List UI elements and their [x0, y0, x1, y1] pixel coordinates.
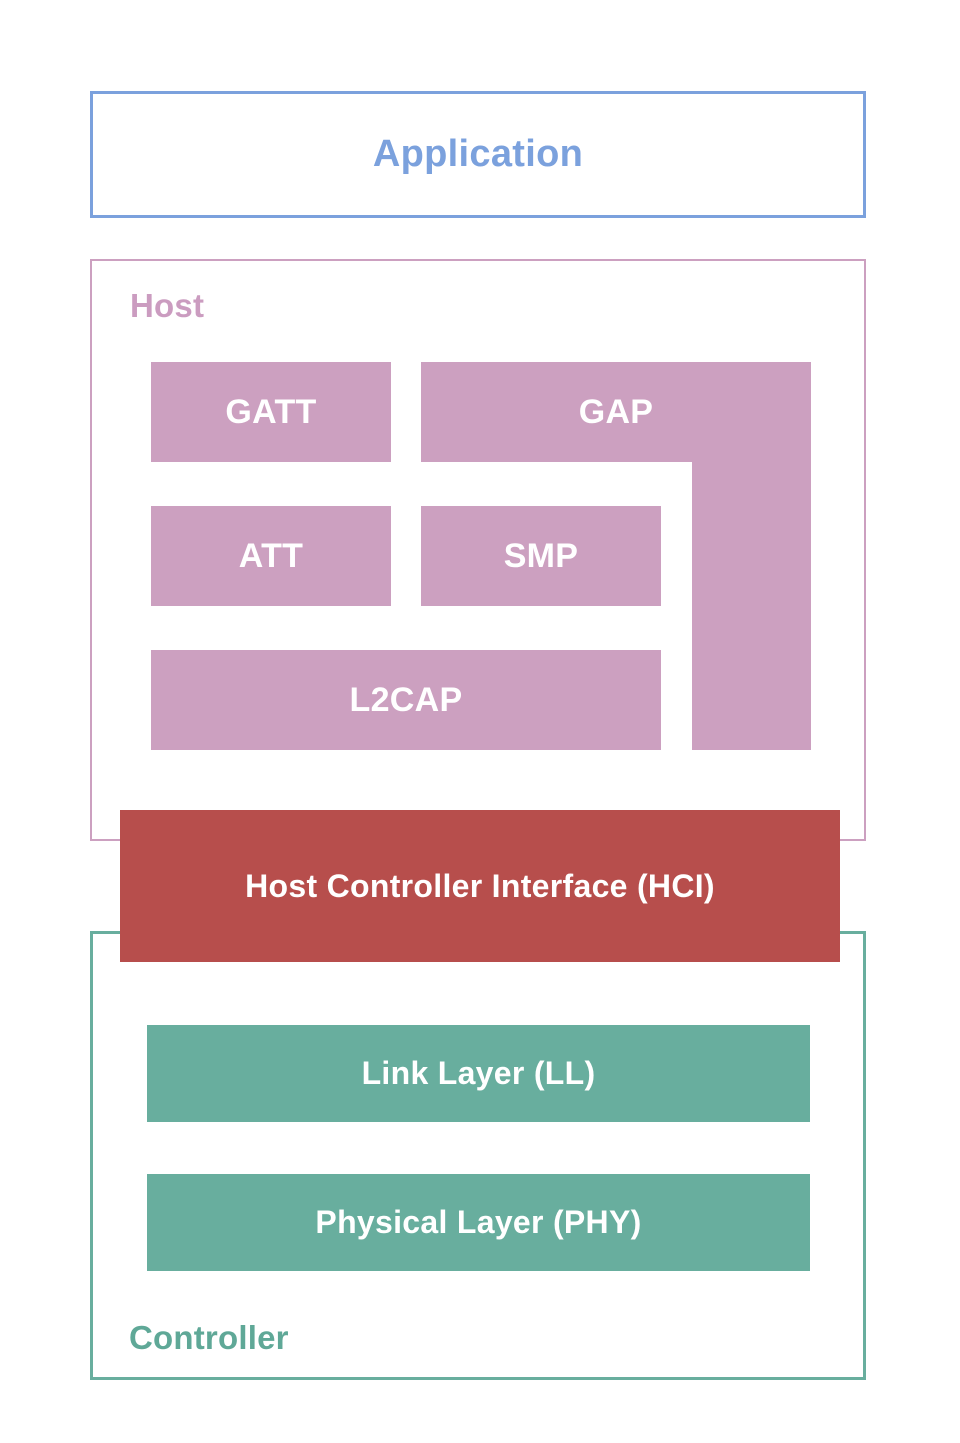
block-gatt: GATT: [151, 362, 391, 462]
host-layer-label: Host: [130, 287, 205, 324]
controller-layer-box: Controller: [90, 931, 866, 1380]
block-gap-label: GAP: [578, 392, 654, 431]
block-smp: SMP: [421, 506, 661, 606]
block-att: ATT: [151, 506, 391, 606]
application-layer-label: Application: [372, 133, 584, 175]
block-host-controller-interface: Host Controller Interface (HCI): [120, 810, 840, 962]
block-physical-layer: Physical Layer (PHY): [147, 1174, 810, 1271]
block-gap: GAP: [421, 362, 811, 750]
gap-side-column: [692, 462, 811, 750]
controller-layer-label: Controller: [129, 1319, 289, 1356]
gap-top-bar: [421, 362, 811, 462]
block-l2cap: L2CAP: [151, 650, 661, 750]
application-layer-box: Application: [90, 91, 866, 218]
block-link-layer: Link Layer (LL): [147, 1025, 810, 1122]
